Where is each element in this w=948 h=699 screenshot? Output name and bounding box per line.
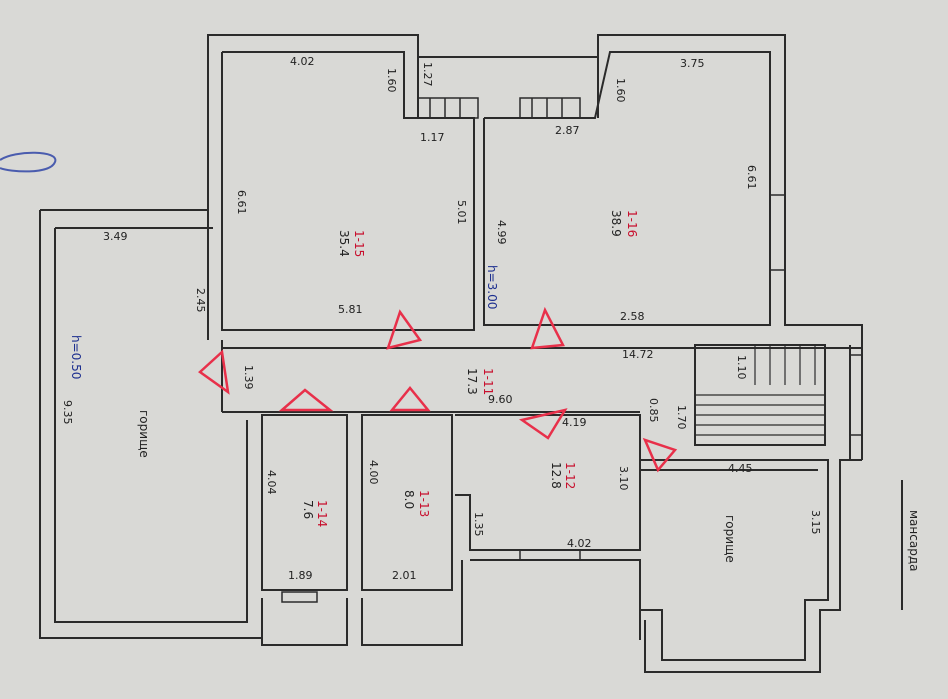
dim-label: 9.60 [488,393,513,406]
dim-label: 14.72 [622,348,654,361]
dim-label: 4.00 [367,460,380,485]
dim-label: 0.85 [647,398,660,423]
dim-label: 3.49 [103,230,128,243]
windows [281,97,863,603]
height-note: h=0.50 [69,335,83,379]
dim-label: 1.10 [735,355,748,380]
room-code: 1-14 [315,500,329,527]
height-note: h=3.00 [485,265,499,309]
dim-label: 6.61 [745,165,758,190]
dim-label: 9.35 [61,400,74,425]
dim-label: 2.45 [194,288,207,313]
door-marker [518,408,568,440]
door-marker [530,306,565,350]
margin-scribble [0,151,57,173]
room-name: горище [723,515,737,563]
walls [39,34,863,673]
room-code: 1-15 [352,230,366,257]
door-markers [198,306,678,473]
dim-label: 4.45 [728,462,753,475]
room-labels: 1-15 35.4 1-16 38.9 1-11 17.3 1-12 12.8 … [137,210,737,563]
dimension-labels: 4.02 1.60 1.27 1.17 2.87 1.60 3.75 6.61 … [61,55,822,582]
dim-label: 1.35 [472,512,485,537]
room-area: 38.9 [609,210,623,237]
dim-label: 5.81 [338,303,363,316]
room-code: 1-11 [481,368,495,395]
door-marker [389,386,431,412]
dim-label: 1.70 [675,405,688,430]
room-code: 1-13 [417,490,431,517]
door-marker [386,309,423,350]
dim-label: 3.75 [680,57,705,70]
dim-label: 5.01 [455,200,468,225]
dim-label: 1.39 [242,365,255,390]
dim-label: 2.58 [620,310,645,323]
room-area: 7.6 [301,500,315,519]
door-marker [278,388,334,412]
room-area: 12.8 [549,462,563,489]
door-marker [198,349,230,395]
room-code: 1-12 [563,462,577,489]
dim-label: 1.60 [614,78,627,103]
dim-label: 2.01 [392,569,417,582]
room-area: 8.0 [402,490,416,509]
room-area: 35.4 [337,230,351,257]
dim-label: 2.87 [555,124,580,137]
dim-label: 4.02 [290,55,315,68]
dim-label: 1.27 [421,62,434,87]
stairs [695,345,825,436]
side-label: мансарда [907,510,921,571]
dim-label: 1.89 [288,569,313,582]
room-code: 1-16 [625,210,639,237]
dim-label: 4.19 [562,416,587,429]
dim-label: 1.17 [420,131,445,144]
room-name: горище [137,410,151,458]
room-area: 17.3 [465,368,479,395]
dim-label: 3.15 [809,510,822,535]
door-marker [642,437,678,473]
dim-label: 4.99 [495,220,508,245]
dim-label: 4.02 [567,537,592,550]
dim-label: 6.61 [235,190,248,215]
dim-label: 1.60 [385,68,398,93]
dim-label: 3.10 [617,466,630,491]
dim-label: 4.04 [265,470,278,495]
